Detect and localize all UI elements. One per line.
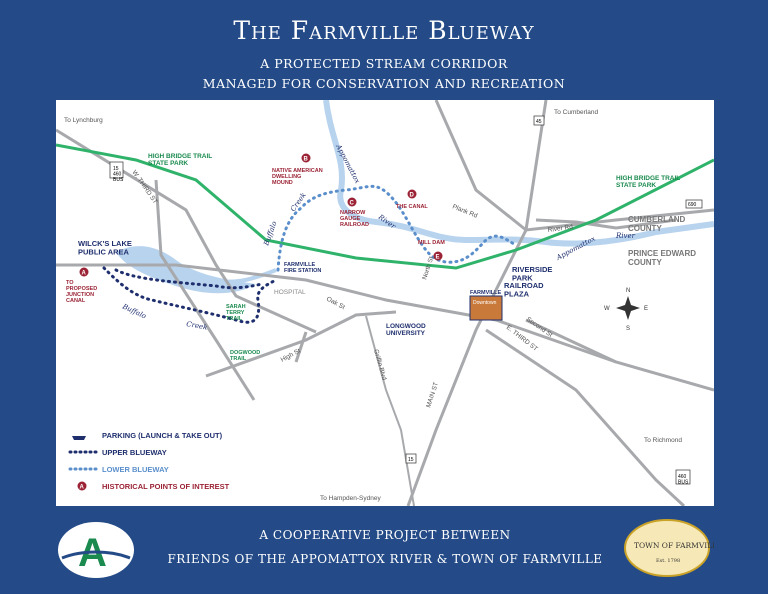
shield-45: 45 <box>536 119 542 125</box>
parking-icon <box>72 436 86 440</box>
poi-e-label: MILL DAM <box>418 240 445 246</box>
label-to-lynchburg: To Lynchburg <box>64 117 103 124</box>
legend-lower: LOWER BLUEWAY <box>102 465 169 474</box>
compass-n: N <box>626 288 630 294</box>
shield-690: 690 <box>688 202 697 208</box>
label-river-rd: River Rd <box>547 223 573 234</box>
label-creek-lower: Creek <box>186 320 208 332</box>
label-river-right: River <box>615 232 636 240</box>
poi-d-marker <box>407 189 417 199</box>
lower-blueway-path <box>276 184 516 272</box>
label-farmville-downtown: FARMVILLE <box>470 290 501 296</box>
subtitle-line-2: MANAGED FOR CONSERVATION AND RECREATION <box>202 76 566 91</box>
town-seal-text: TOWN OF FARMVILLE <box>634 541 714 550</box>
subtitle-line-1: A PROTECTED STREAM CORRIDOR <box>260 56 508 71</box>
poi-a-letter: A <box>82 271 87 277</box>
legend-historical-marker <box>77 481 87 491</box>
compass-e: E <box>644 306 648 312</box>
label-to-hampden-sydney: To Hampden-Sydney <box>320 495 381 502</box>
poi-b-letter: B <box>304 157 309 163</box>
legend-historical: HISTORICAL POINTS OF INTEREST <box>102 482 230 491</box>
downtown-sign-text: Downtown <box>473 300 497 306</box>
shield-15: 15 <box>408 457 414 463</box>
legend-upper: UPPER BLUEWAY <box>102 448 167 457</box>
poi-d-label: THE CANAL <box>396 204 428 210</box>
compass-icon: N S E W <box>604 288 648 332</box>
town-seal-est: Est. 1798 <box>656 558 680 564</box>
label-hospital: HOSPITAL <box>274 289 306 296</box>
footer-line-2: FRIENDS OF THE APPOMATTOX RIVER & TOWN O… <box>167 552 603 566</box>
town-of-farmville-seal: TOWN OF FARMVILLE Est. 1798 <box>620 516 723 580</box>
wilcks-lake <box>116 246 256 294</box>
label-appomattox-right: Appomattox <box>554 235 597 263</box>
poi-e-letter: E <box>436 255 440 261</box>
poi-e-marker <box>433 251 443 261</box>
footer-line-1: A COOPERATIVE PROJECT BETWEEN <box>259 528 511 542</box>
high-bridge-trail <box>56 143 714 270</box>
poi-d-letter: D <box>410 193 415 199</box>
legend-historical-letter: A <box>80 485 85 491</box>
label-oak-st: Oak St <box>325 296 346 312</box>
compass-w: W <box>604 306 610 312</box>
label-north-st: North St <box>421 256 435 281</box>
upper-blueway-path <box>102 266 278 324</box>
label-griffin-blvd: Griffin Blvd <box>372 349 388 382</box>
appomattox-river <box>323 100 714 247</box>
blueway-map[interactable]: To Lynchburg To Cumberland To Richmond T… <box>56 100 714 506</box>
downtown-sign-icon <box>469 295 503 321</box>
label-plank-rd: Plank Rd <box>451 203 478 220</box>
label-to-richmond: To Richmond <box>644 437 682 444</box>
label-main-st: MAIN ST <box>425 381 440 408</box>
label-buffalo-lower: Buffalo <box>120 302 147 320</box>
legend-parking: PARKING (LAUNCH & TAKE OUT) <box>102 431 223 440</box>
label-w-third-st: W. THIRD ST <box>130 169 158 205</box>
poi-c-marker <box>347 197 357 207</box>
friends-of-appomattox-logo: A <box>56 520 136 580</box>
compass-s: S <box>626 326 630 332</box>
road-network <box>56 100 714 506</box>
label-to-cumberland: To Cumberland <box>554 109 598 116</box>
poi-a-marker <box>79 267 89 277</box>
poi-b-marker <box>301 153 311 163</box>
poi-c-letter: C <box>350 201 355 207</box>
page-title: The Farmville Blueway <box>233 16 535 45</box>
